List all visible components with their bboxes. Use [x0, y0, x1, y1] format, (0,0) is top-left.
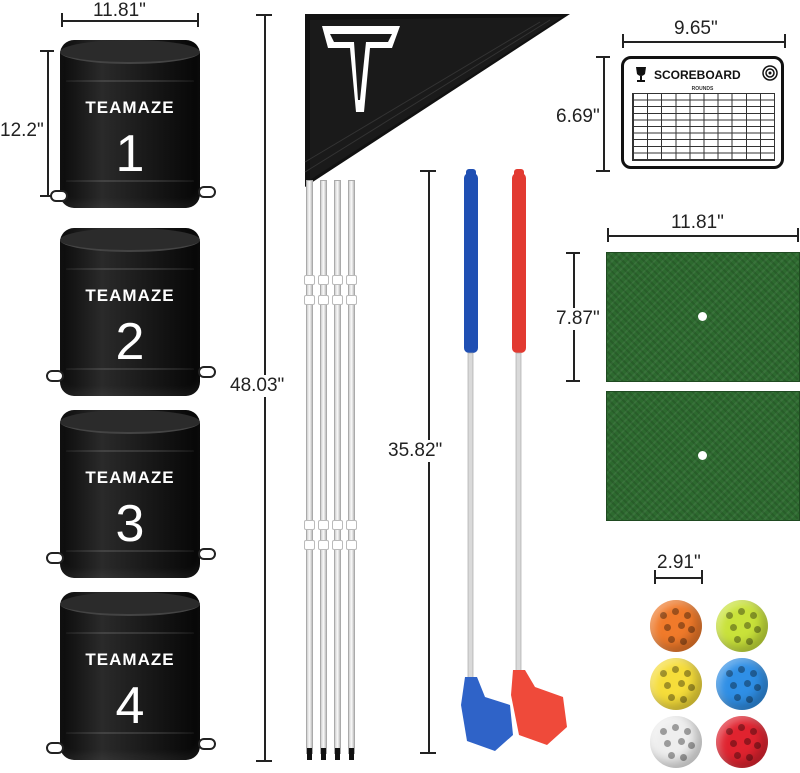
bin-rim: [60, 592, 200, 616]
wiffle-ball: [716, 658, 768, 710]
stake-loop-icon: [198, 548, 216, 560]
club-height-label: 35.82": [388, 440, 443, 462]
rounds-label: ROUNDS: [691, 86, 714, 92]
stake-loop-icon: [46, 742, 64, 754]
bin-rim: [60, 410, 200, 434]
stake-loop-icon: [46, 370, 64, 382]
stake-loop-icon: [198, 186, 216, 198]
bin-brand: TEAMAZE: [85, 468, 175, 487]
mat-hole: [698, 312, 707, 321]
scoreboard-title: SCOREBOARD: [654, 68, 741, 82]
scoreboard-card: SCOREBOARD ROUNDS: [621, 56, 784, 169]
bin-number: 2: [115, 313, 145, 371]
putting-mat: [606, 391, 800, 521]
bin-brand: TEAMAZE: [85, 286, 175, 305]
wiffle-ball: [716, 716, 768, 768]
bin-4: TEAMAZE 4: [60, 592, 200, 760]
target-icon: [762, 65, 778, 81]
golf-clubs: [461, 169, 567, 751]
bin-height-label: 12.2": [0, 120, 44, 142]
stake-loop-icon: [46, 552, 64, 564]
trophy-icon: [636, 67, 646, 82]
mat-height-label: 7.87": [556, 308, 600, 330]
mat-hole: [698, 451, 707, 460]
stake-loop-icon: [198, 366, 216, 378]
bin-brand: TEAMAZE: [85, 98, 175, 117]
bin-1: TEAMAZE 1: [60, 40, 200, 208]
score-grid: [632, 93, 775, 161]
stake-loop-icon: [50, 190, 68, 202]
wiffle-ball: [716, 600, 768, 652]
stake-loop-icon: [198, 738, 216, 750]
wiffle-ball: [650, 716, 702, 768]
putting-mat: [606, 252, 800, 382]
bin-rim: [60, 228, 200, 252]
flag-height-label: 48.03": [230, 375, 285, 397]
bin-width-label: 11.81": [93, 0, 146, 21]
bin-2: TEAMAZE 2: [60, 228, 200, 396]
bin-number: 4: [115, 677, 145, 735]
bin-number: 1: [115, 125, 145, 183]
bin-brand: TEAMAZE: [85, 650, 175, 669]
bin-3: TEAMAZE 3: [60, 410, 200, 578]
bin-rim: [60, 40, 200, 64]
scoreboard-width-label: 9.65": [674, 18, 718, 39]
scoreboard-height-label: 6.69": [556, 106, 600, 128]
mat-width-label: 11.81": [671, 212, 724, 233]
wiffle-ball: [650, 600, 702, 652]
bin-number: 3: [115, 495, 145, 553]
flag-icon: [304, 14, 570, 187]
wiffle-ball: [650, 658, 702, 710]
ball-diameter-label: 2.91": [657, 552, 701, 573]
